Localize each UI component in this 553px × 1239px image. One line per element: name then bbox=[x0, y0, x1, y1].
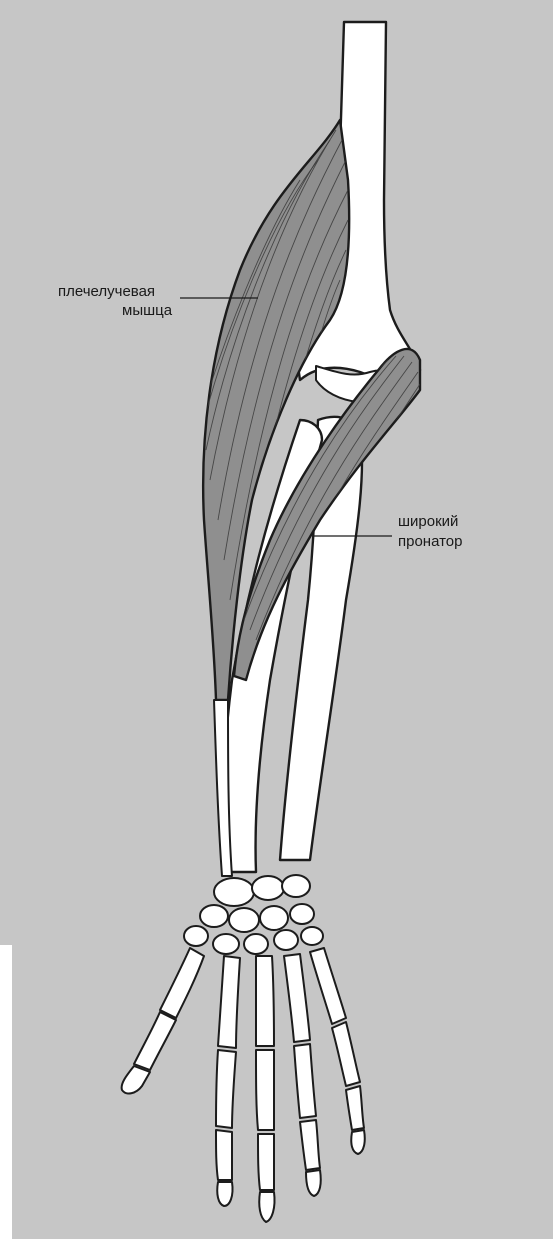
pronator-label-line2: пронатор bbox=[398, 533, 463, 550]
middle-finger-bones bbox=[256, 956, 275, 1222]
brachioradialis-label-line2: мышца bbox=[122, 302, 173, 319]
background-notch bbox=[0, 945, 12, 1239]
pronator-label-line1: широкий bbox=[398, 513, 458, 530]
brachioradialis-label-line1: плечелучевая bbox=[58, 283, 155, 300]
